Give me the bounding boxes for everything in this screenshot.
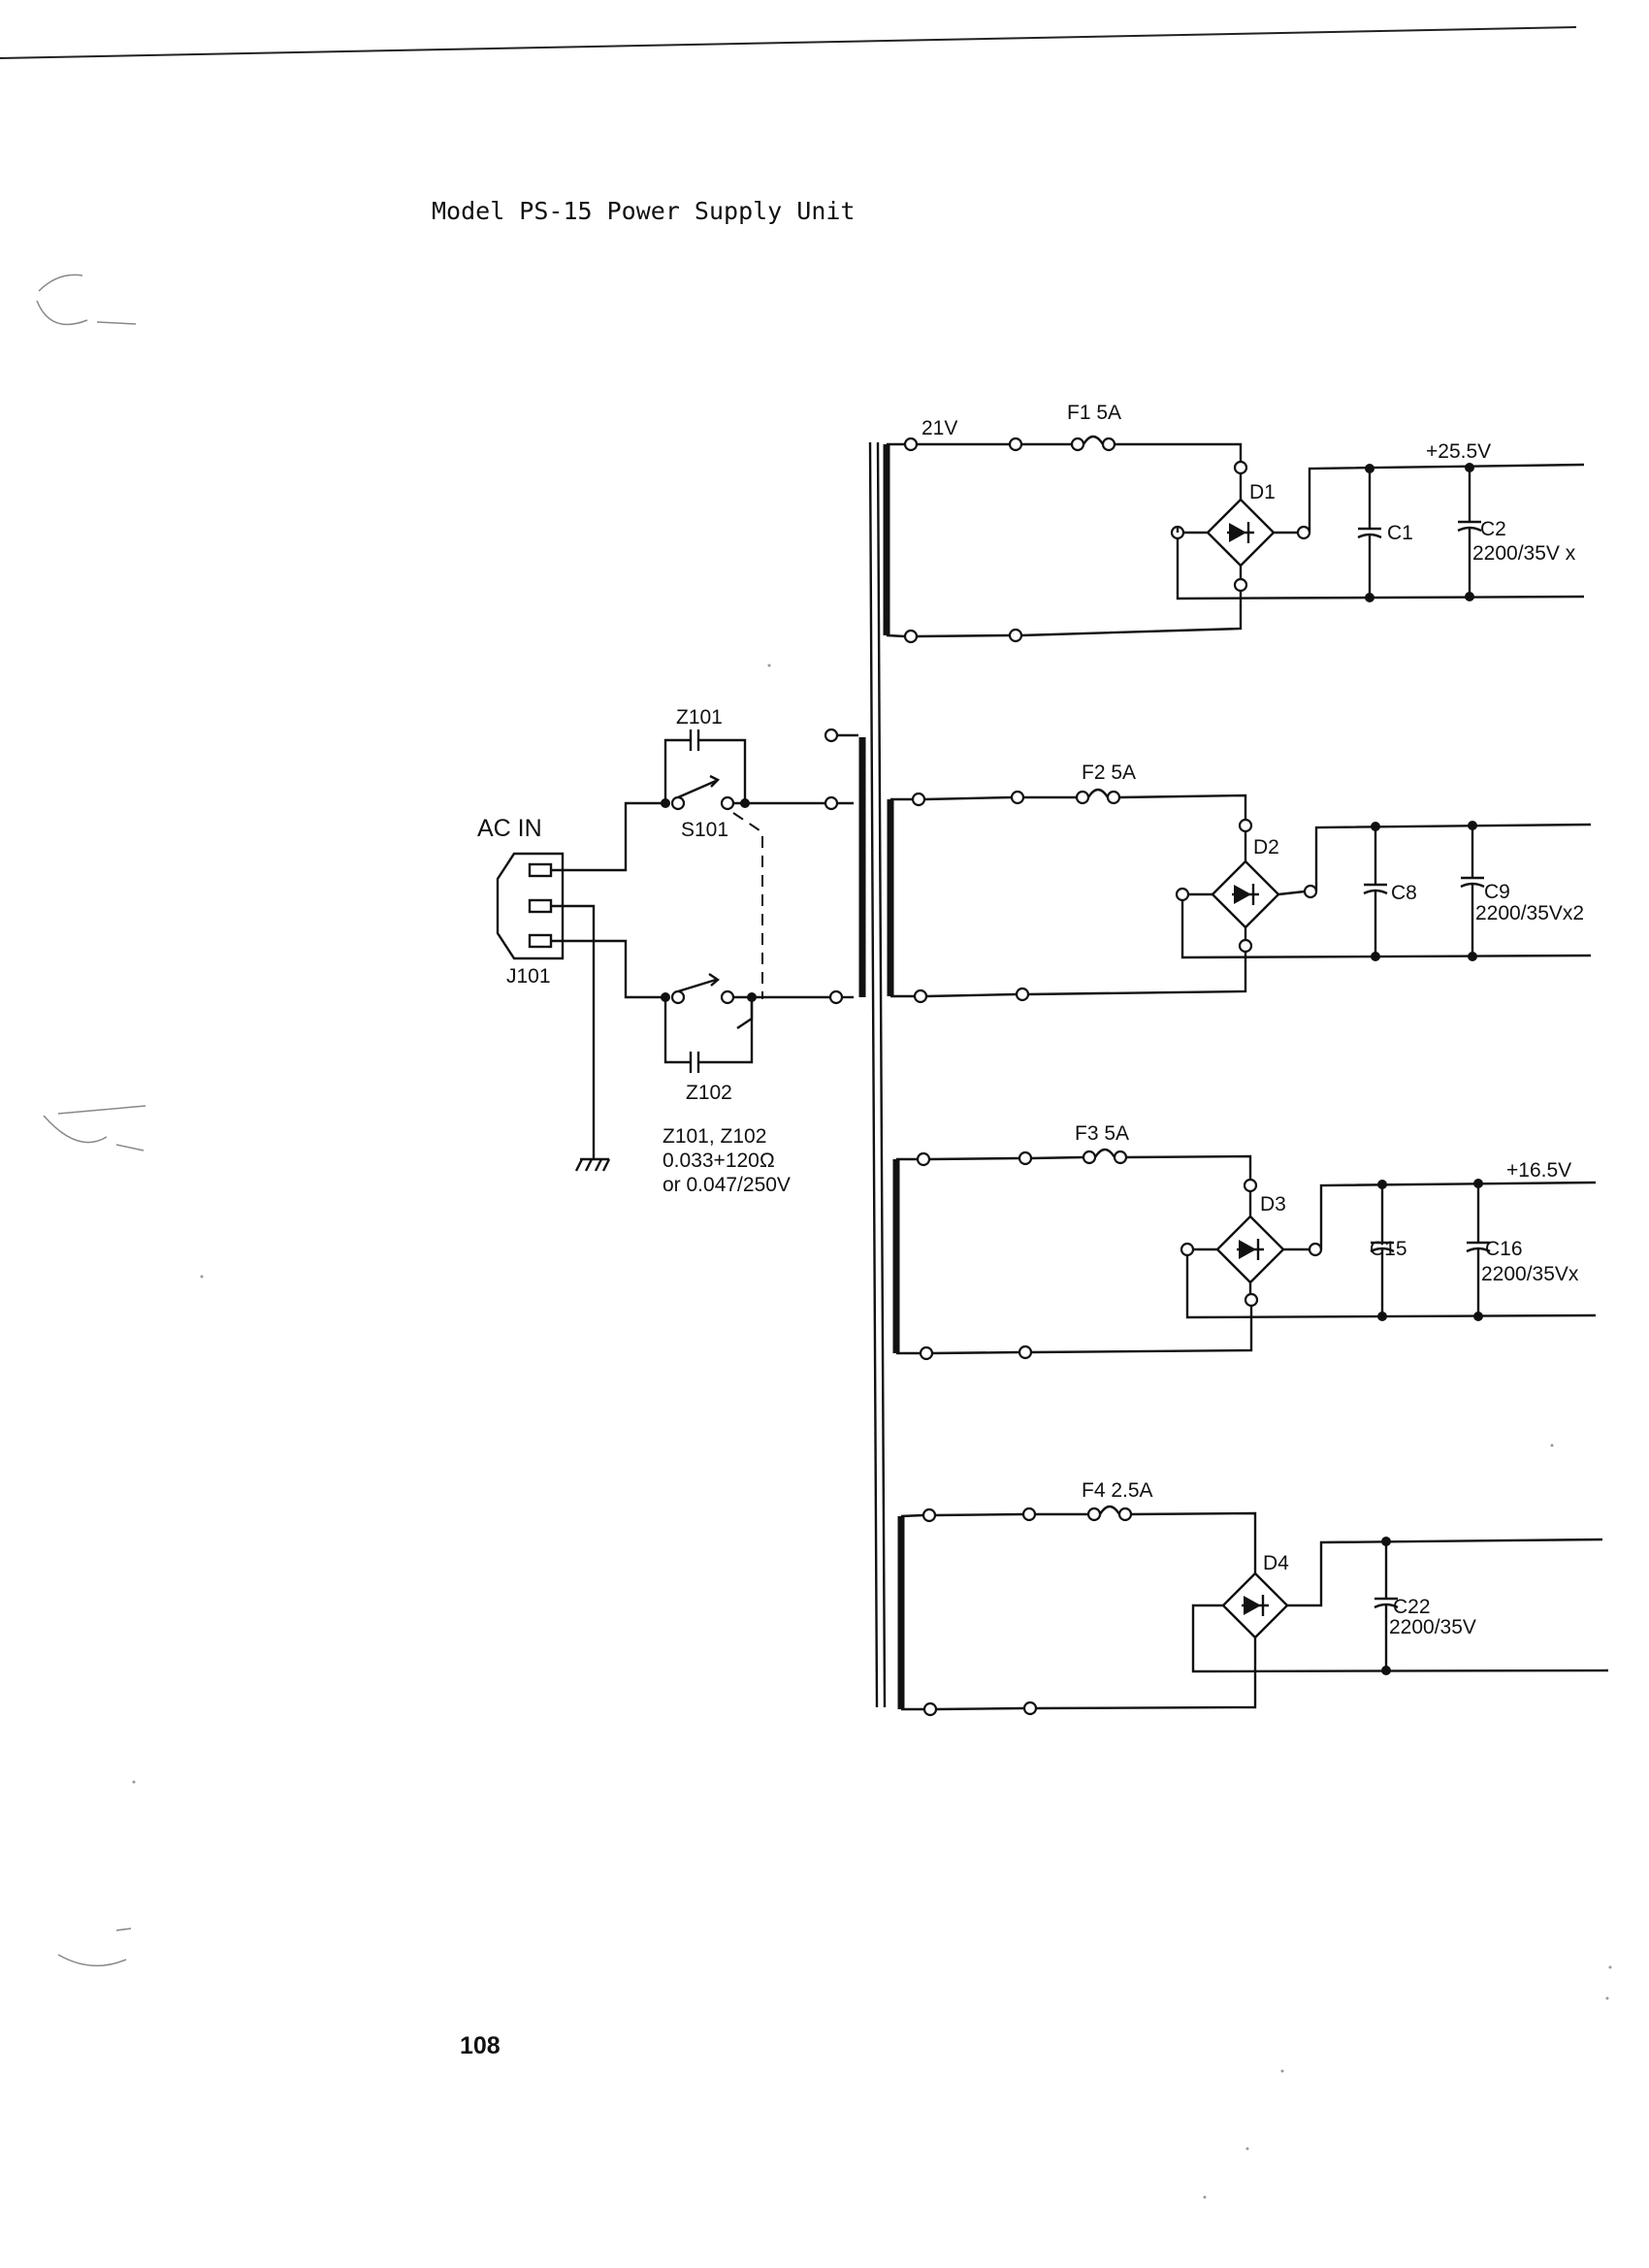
capacitor-c16: C16 2200/35Vx xyxy=(1466,1183,1579,1316)
capacitor-c22: C22 2200/35V xyxy=(1374,1541,1476,1670)
suppressor-note-line1: Z101, Z102 xyxy=(663,1125,766,1148)
secondary-channel-2: F2 5A D2 C8 xyxy=(887,761,1592,1004)
d2-label: D2 xyxy=(1253,836,1279,859)
page-number: 108 xyxy=(460,2032,501,2059)
bridge-rectifier-d2: D2 xyxy=(1175,818,1318,954)
fuse-f3-label: F3 5A xyxy=(1075,1122,1129,1145)
c1-label: C1 xyxy=(1387,522,1413,544)
c2-value: 2200/35V x xyxy=(1472,542,1576,565)
bridge-rectifier-d1: D1 xyxy=(1170,460,1311,593)
c22-label: C22 xyxy=(1393,1596,1431,1618)
primary-circuit: AC IN J101 Z101 xyxy=(477,706,866,1196)
ch3-output-voltage: +16.5V xyxy=(1506,1159,1571,1182)
z101-label: Z101 xyxy=(676,706,723,729)
capacitor-c2: C2 2200/35V x xyxy=(1457,468,1576,597)
suppressor-z101: Z101 xyxy=(663,706,747,803)
secondary-channel-4: F4 2.5A D4 C22 2200/35V xyxy=(897,1479,1609,1717)
capacitor-c9: C9 2200/35Vx2 xyxy=(1460,826,1584,956)
page-title: Model PS-15 Power Supply Unit xyxy=(432,197,856,225)
suppressor-note-line3: or 0.047/250V xyxy=(663,1174,791,1196)
transformer-core xyxy=(868,441,887,1708)
ground-symbol xyxy=(574,1157,611,1172)
c9-label: C9 xyxy=(1484,881,1510,903)
scan-dots xyxy=(132,664,1612,2199)
suppressor-note-line2: 0.033+120Ω xyxy=(663,1150,775,1172)
suppressor-z102: Z102 xyxy=(663,997,754,1104)
secondary-channel-3: F3 5A D3 C15 xyxy=(892,1122,1597,1361)
secondary-channel-1: 21V F1 5A D1 xyxy=(883,402,1585,644)
c16-label: C16 xyxy=(1485,1238,1523,1260)
c2-label: C2 xyxy=(1480,518,1506,540)
capacitor-c1: C1 xyxy=(1357,469,1413,598)
fuse-f4-label: F4 2.5A xyxy=(1082,1479,1153,1502)
bridge-rectifier-d3: D3 xyxy=(1180,1178,1323,1308)
capacitor-c15: C15 xyxy=(1370,1184,1407,1316)
scan-marks xyxy=(36,274,146,1967)
ac-in-label: AC IN xyxy=(477,815,542,842)
fuse-f2: F2 5A xyxy=(1075,761,1136,805)
fuse-f1: F1 5A xyxy=(1067,402,1121,452)
c15-label: C15 xyxy=(1370,1238,1407,1260)
ac-inlet-connector: J101 xyxy=(496,852,565,988)
ch1-output-voltage: +25.5V xyxy=(1426,440,1491,463)
fuse-f1-label: F1 5A xyxy=(1067,402,1121,424)
power-switch-s101-pole2 xyxy=(661,973,854,1029)
fuse-f2-label: F2 5A xyxy=(1082,761,1136,784)
bridge-rectifier-d4: D4 xyxy=(1191,1538,1609,1673)
d3-label: D3 xyxy=(1260,1193,1286,1215)
ch1-voltage-tap: 21V xyxy=(922,417,957,439)
suppressor-note: Z101, Z102 0.033+120Ω or 0.047/250V xyxy=(663,1125,791,1196)
d4-label: D4 xyxy=(1263,1552,1289,1574)
c8-label: C8 xyxy=(1391,882,1417,904)
d1-label: D1 xyxy=(1249,481,1276,503)
s101-label: S101 xyxy=(681,819,728,841)
capacitor-c8: C8 xyxy=(1363,826,1417,956)
c9-value: 2200/35Vx2 xyxy=(1475,902,1584,924)
fuse-f3: F3 5A xyxy=(1075,1122,1129,1165)
c16-value: 2200/35Vx xyxy=(1481,1263,1579,1285)
fuse-f4: F4 2.5A xyxy=(1082,1479,1153,1522)
connector-label: J101 xyxy=(506,965,551,988)
page-top-edge xyxy=(0,26,1577,59)
power-switch-s101: S101 xyxy=(661,774,854,841)
c22-value: 2200/35V xyxy=(1389,1616,1476,1638)
z102-label: Z102 xyxy=(686,1082,732,1104)
